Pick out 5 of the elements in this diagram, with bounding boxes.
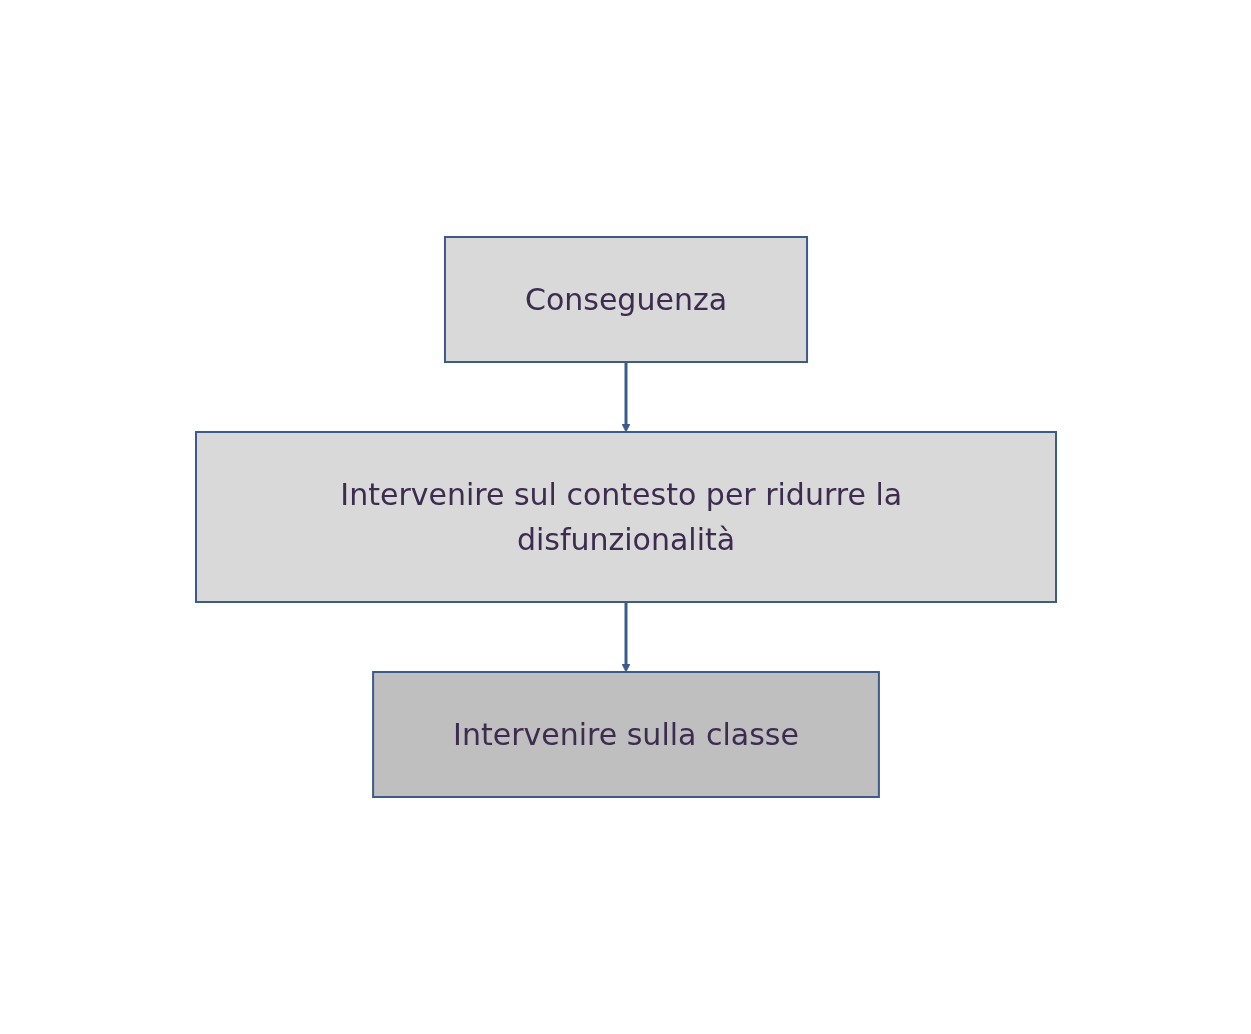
- arrow: [621, 362, 630, 433]
- node-box: Conseguenza: [443, 236, 808, 363]
- node-box: Intervenire sulla classe: [371, 671, 880, 798]
- arrow: [621, 602, 630, 673]
- node-box: Intervenire sul contesto per ridurre la disfunzionalità: [194, 431, 1057, 603]
